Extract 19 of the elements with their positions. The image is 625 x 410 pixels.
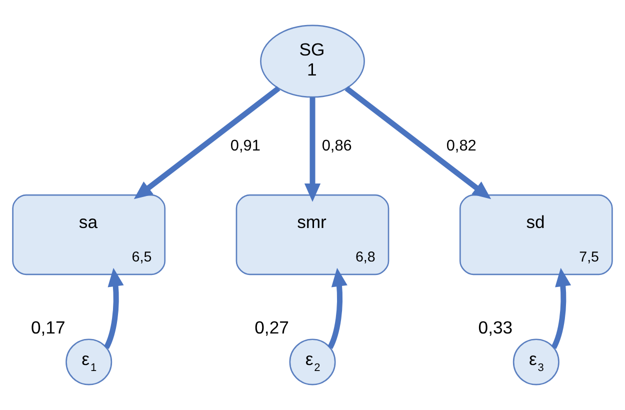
node-box: sd 7,5 xyxy=(459,194,613,276)
edge-label: 0,91 xyxy=(230,138,260,155)
node-circle: ε$_{2}$ xyxy=(289,338,336,386)
node-label: 0,27 xyxy=(254,318,289,338)
node-box: sa 6,5 xyxy=(12,194,166,276)
arrow xyxy=(104,268,124,349)
node-label: 0,33 xyxy=(478,318,513,338)
node-circle: ε$_{1}$ xyxy=(66,338,112,386)
node-label: 0,17 xyxy=(30,318,66,338)
edge-label: 0,82 xyxy=(446,138,476,155)
arrow xyxy=(344,86,492,200)
node-box: smr 6,8 xyxy=(236,194,390,276)
node-circle: ε$_{3}$ xyxy=(512,338,560,386)
arrow xyxy=(304,97,321,202)
arrow xyxy=(134,86,280,200)
arrow xyxy=(328,268,348,349)
node-ellipse: SG 1 xyxy=(260,24,365,98)
edge-label: 0,86 xyxy=(322,138,352,155)
arrow xyxy=(551,268,572,349)
